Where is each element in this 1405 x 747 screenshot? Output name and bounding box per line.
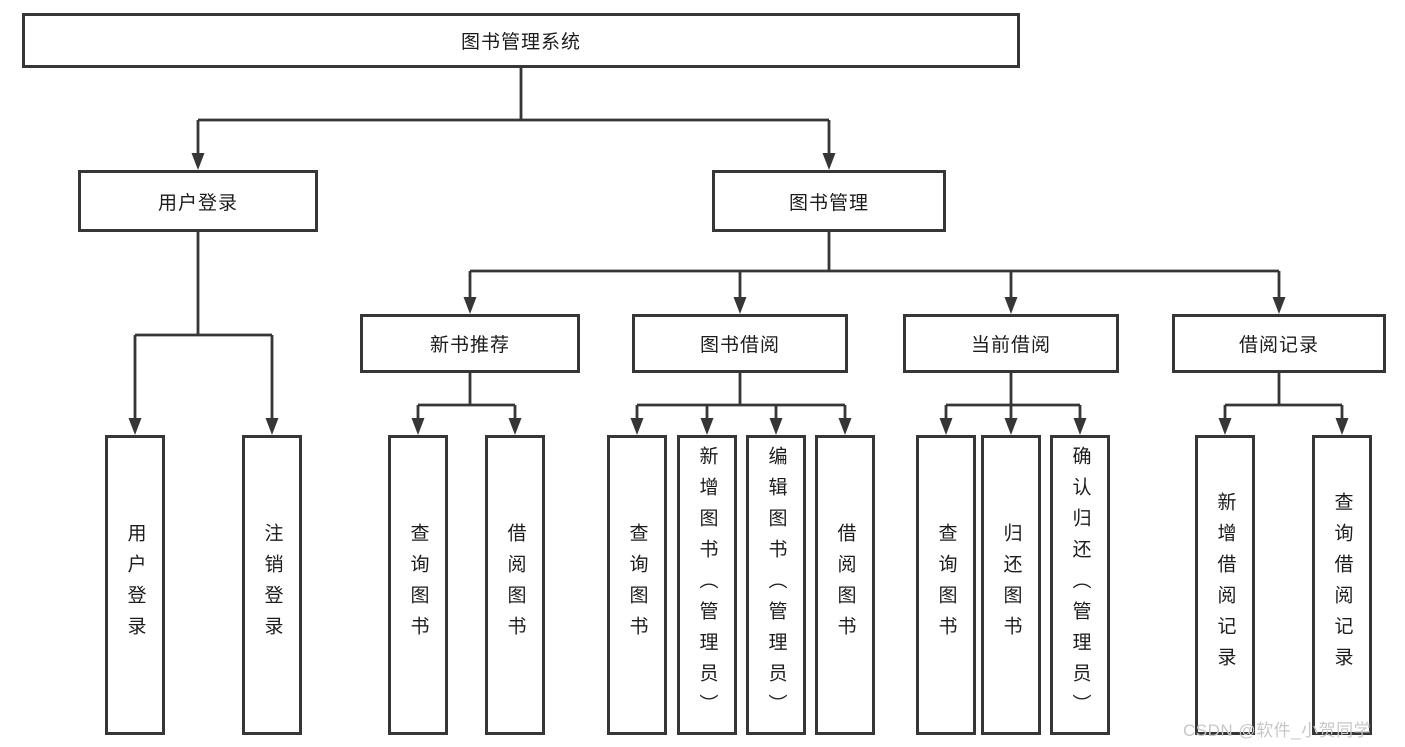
connector-user-login-branch bbox=[133, 232, 274, 421]
leaf-add-borrow-record: 新增借阅记录 bbox=[1195, 435, 1255, 735]
node-borrowing-records: 借阅记录 bbox=[1172, 314, 1386, 373]
leaf-current-query-books: 查询图书 bbox=[916, 435, 976, 735]
leaf-user-login: 用户登录 bbox=[105, 435, 165, 735]
node-current-borrowing: 当前借阅 bbox=[903, 314, 1119, 373]
leaf-edit-books-admin: 编辑图书（管理员） bbox=[746, 435, 806, 735]
connector-current-borrow-branch bbox=[944, 373, 1082, 421]
connector-records-branch bbox=[1223, 373, 1344, 421]
node-library-management-system: 图书管理系统 bbox=[22, 13, 1020, 68]
node-user-login: 用户登录 bbox=[78, 170, 318, 232]
node-book-management: 图书管理 bbox=[712, 170, 946, 232]
node-new-book-recommendation: 新书推荐 bbox=[360, 314, 580, 373]
node-book-borrowing: 图书借阅 bbox=[632, 314, 848, 373]
leaf-query-borrow-record: 查询借阅记录 bbox=[1312, 435, 1372, 735]
leaf-logout: 注销登录 bbox=[242, 435, 302, 735]
connector-book-borrow-branch bbox=[635, 373, 847, 421]
connector-root-to-level2 bbox=[196, 68, 831, 156]
leaf-recommend-query-books: 查询图书 bbox=[388, 435, 448, 735]
csdn-watermark: CSDN @软件_小贺同学 bbox=[1183, 721, 1372, 740]
leaf-borrow-books: 借阅图书 bbox=[815, 435, 875, 735]
leaf-borrow-query-books: 查询图书 bbox=[607, 435, 667, 735]
leaf-add-books-admin: 新增图书（管理员） bbox=[677, 435, 737, 735]
connector-book-mgmt-branch bbox=[468, 232, 1281, 300]
leaf-confirm-return-admin: 确认归还（管理员） bbox=[1050, 435, 1110, 735]
leaf-recommend-borrow-books: 借阅图书 bbox=[485, 435, 545, 735]
connector-new-rec-branch bbox=[416, 373, 517, 421]
connector-strokes bbox=[133, 68, 1344, 421]
connector-arrowheads bbox=[128, 153, 1349, 435]
leaf-return-books: 归还图书 bbox=[981, 435, 1041, 735]
